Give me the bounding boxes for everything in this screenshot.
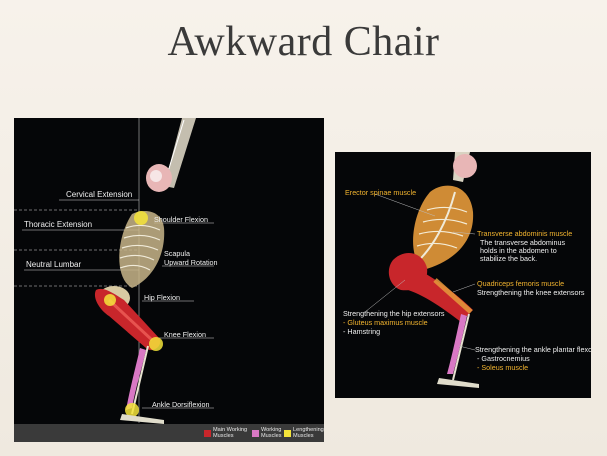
- label-erector-spinae: Erector spinae muscle: [345, 188, 417, 197]
- legend-main-label: Main Working Muscles: [213, 427, 248, 439]
- transverse-desc-line-2: holds in the abdomen to: [480, 246, 557, 255]
- quadriceps-desc: Strengthening the knee extensors: [477, 288, 585, 297]
- label-quadriceps-femoris: Quadriceps femoris muscle: [477, 279, 565, 288]
- legend-main-swatch: [204, 430, 211, 437]
- transverse-desc-line-1: The transverse abdominus: [480, 238, 566, 247]
- label-upward-rotation: Upward Rotation: [164, 258, 218, 267]
- left-figure-illustration: [14, 118, 214, 424]
- slide-title: Awkward Chair: [167, 19, 440, 65]
- label-transverse-abdominis: Transverse abdominis muscle: [477, 229, 573, 238]
- label-gluteus-maximus: - Gluteus maximus muscle: [343, 318, 428, 327]
- right-anatomy-panel: Erector spinae muscle Transverse abdomin…: [335, 152, 591, 398]
- muscle-legend: Main Working Muscles Working Muscles Len…: [14, 424, 324, 442]
- left-anatomy-panel: Cervical Extension Thoracic Extension Ne…: [14, 118, 324, 442]
- label-cervical-extension: Cervical Extension: [66, 190, 133, 199]
- label-knee-flexion: Knee Flexion: [164, 330, 206, 339]
- label-hamstring: - Hamstring: [343, 327, 381, 336]
- label-neutral-lumbar: Neutral Lumbar: [26, 260, 82, 269]
- legend-lengthening-label: Lengthening Muscles: [293, 427, 324, 439]
- label-scapula: Scapula: [164, 249, 190, 258]
- label-hip-flexion: Hip Flexion: [144, 293, 180, 302]
- right-figure-illustration: [364, 152, 479, 388]
- label-gastrocnemius: - Gastrocnemius: [477, 354, 530, 363]
- legend-working-label: Working Muscles: [261, 427, 282, 439]
- legend-lengthening-swatch: [284, 430, 291, 437]
- label-ankle-dorsiflexion: Ankle Dorsiflexion: [152, 400, 210, 409]
- label-hip-extensors: Strengthening the hip extensors: [343, 309, 445, 318]
- transverse-desc-line-3: stabilize the back.: [480, 254, 538, 263]
- label-shoulder-flexion: Shoulder Flexion: [154, 215, 208, 224]
- label-thoracic-extension: Thoracic Extension: [24, 220, 93, 229]
- label-ankle-plantar-flexors: Strengthening the ankle plantar flexors: [475, 345, 591, 354]
- legend-working-swatch: [252, 430, 259, 437]
- label-soleus: - Soleus muscle: [477, 363, 529, 372]
